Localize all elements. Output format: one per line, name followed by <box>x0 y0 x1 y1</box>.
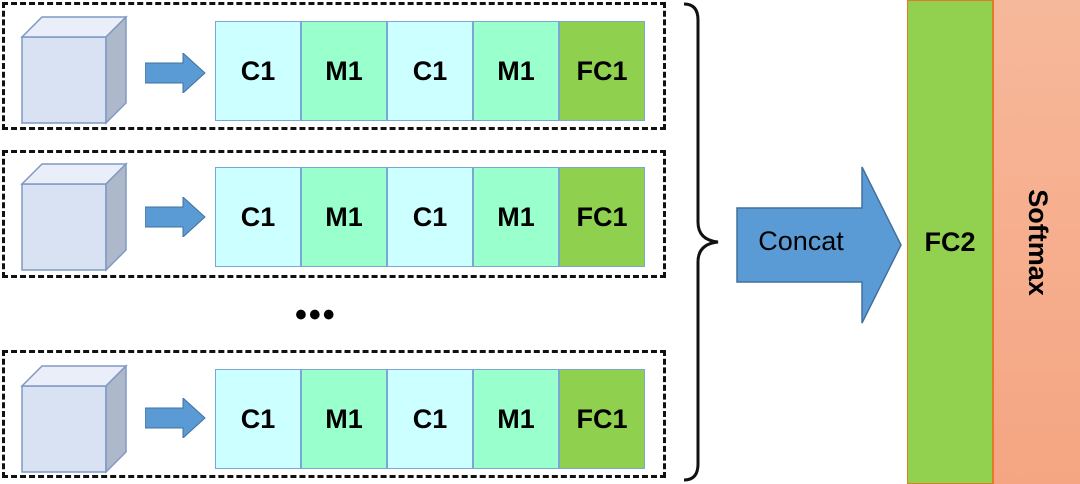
ellipsis: ••• <box>295 296 337 334</box>
softmax-layer: Softmax <box>993 0 1080 484</box>
input-arrow-3 <box>145 398 206 438</box>
fc-block-1-5: FC1 <box>559 21 645 121</box>
input-arrow-2 <box>145 197 206 237</box>
pool-block-2-2: M1 <box>301 167 387 267</box>
fc2-layer: FC2 <box>907 0 993 484</box>
branch-box-2 <box>2 150 666 278</box>
branch-box-1 <box>2 2 666 130</box>
pool-block-3-2: M1 <box>301 369 387 469</box>
conv-block-1-3: C1 <box>387 21 473 121</box>
curly-brace <box>683 2 719 482</box>
softmax-label: Softmax <box>1022 188 1053 296</box>
fc-block-2-5: FC1 <box>559 167 645 267</box>
conv-block-3-3: C1 <box>387 369 473 469</box>
concat-arrow <box>736 166 902 324</box>
conv-block-2-3: C1 <box>387 167 473 267</box>
concat-label: Concat <box>758 226 844 256</box>
input-arrow-1 <box>145 53 206 93</box>
input-cube-1 <box>20 15 128 125</box>
fc-block-3-5: FC1 <box>559 369 645 469</box>
conv-block-2-1: C1 <box>215 167 301 267</box>
input-cube-3 <box>20 364 128 474</box>
pool-block-2-4: M1 <box>473 167 559 267</box>
pool-block-1-2: M1 <box>301 21 387 121</box>
fc2-label: FC2 <box>924 226 976 257</box>
conv-block-3-1: C1 <box>215 369 301 469</box>
branch-box-3 <box>2 350 666 478</box>
input-cube-2 <box>20 162 128 272</box>
conv-block-1-1: C1 <box>215 21 301 121</box>
pool-block-3-4: M1 <box>473 369 559 469</box>
pool-block-1-4: M1 <box>473 21 559 121</box>
